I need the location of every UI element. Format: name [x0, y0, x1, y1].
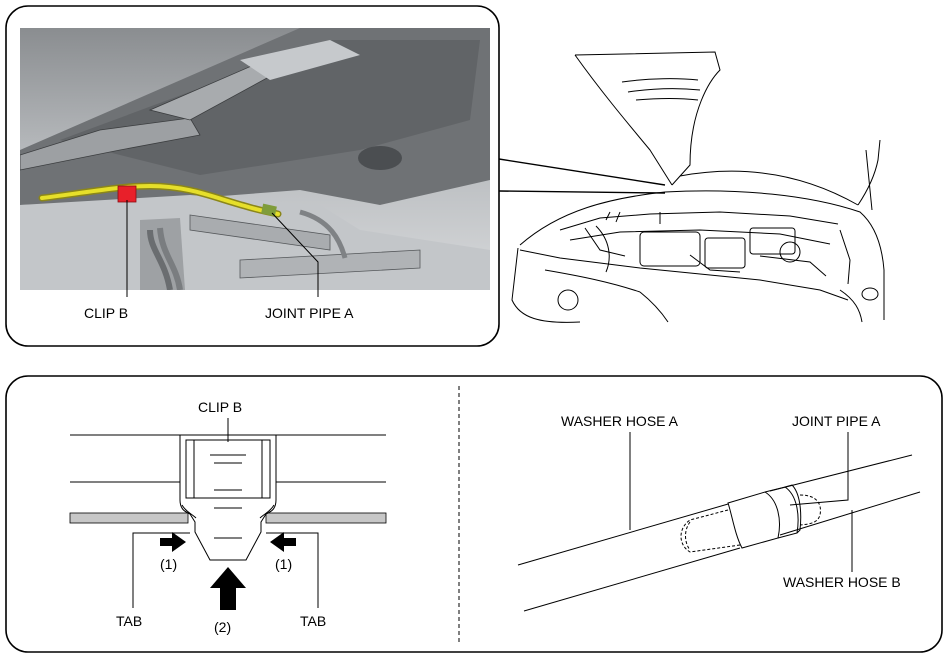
top-detail-panel: CLIP B JOINT PIPE A	[5, 5, 666, 347]
hose-joint-section	[517, 454, 921, 612]
label-tab-right: TAB	[300, 613, 326, 629]
engine-bay-photo	[20, 28, 490, 290]
push-arrow-up	[210, 567, 246, 610]
label-clip-b-section: CLIP B	[198, 399, 242, 415]
clip-b-marker	[117, 185, 137, 203]
joint-pipe-a-marker	[261, 203, 277, 217]
label-washer-hose-b: WASHER HOSE B	[783, 574, 901, 590]
label-joint-pipe-a-section: JOINT PIPE A	[792, 413, 881, 429]
label-washer-hose-a: WASHER HOSE A	[561, 413, 679, 429]
label-tab-left: TAB	[116, 613, 142, 629]
label-step-2: (2)	[214, 619, 231, 635]
label-joint-pipe-a-top: JOINT PIPE A	[265, 305, 354, 321]
squeeze-arrow-left	[160, 532, 186, 552]
clip-b-section: CLIP B (1) (1) (2) TAB TAB	[69, 399, 387, 635]
label-clip-b-top: CLIP B	[84, 305, 128, 321]
clip-b-body	[179, 434, 277, 561]
hose-labels: WASHER HOSE A JOINT PIPE A WASHER HOSE B	[561, 413, 901, 590]
label-step-1-left: (1)	[160, 556, 177, 572]
squeeze-arrow-right	[270, 532, 296, 552]
label-step-1-right: (1)	[275, 556, 292, 572]
car-front-outline	[511, 51, 885, 323]
